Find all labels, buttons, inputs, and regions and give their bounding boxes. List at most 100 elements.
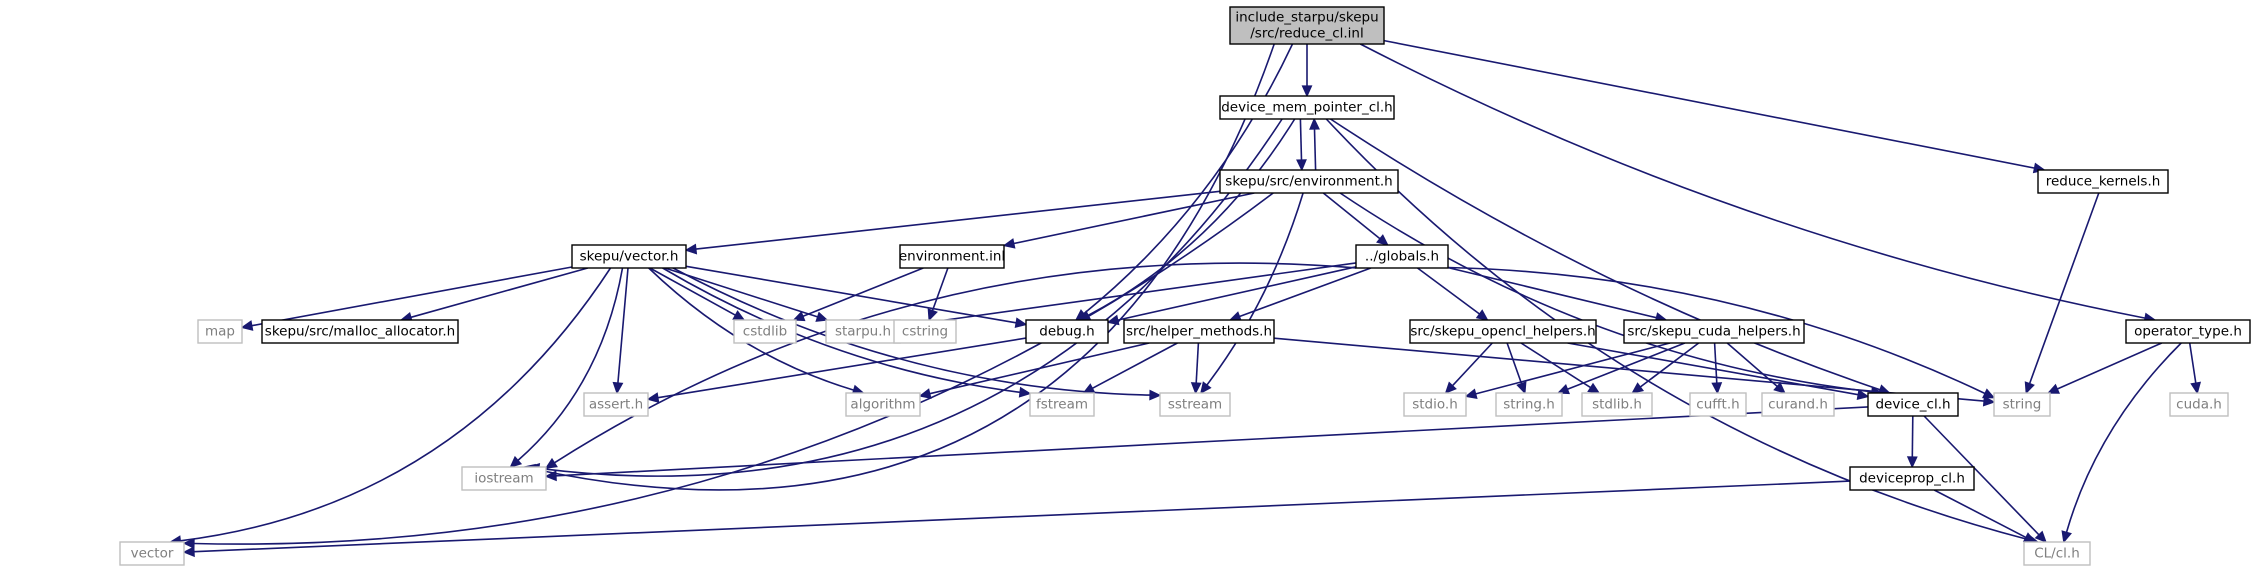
edge-line — [1322, 192, 1381, 240]
node-reduce-kernels-h[interactable]: reduce_kernels.h — [2037, 169, 2169, 194]
node-box — [1229, 6, 1385, 45]
edge-arrowhead — [182, 538, 195, 549]
edge-arrowhead — [1773, 381, 1786, 394]
edge-arrowhead — [1014, 317, 1028, 329]
node-operator-type-h[interactable]: operator_type.h — [2125, 319, 2251, 344]
edge-line — [2188, 342, 2197, 384]
edge-device_cl_h-to-cl_cl_h — [1923, 415, 2047, 544]
node-cstdlib[interactable]: cstdlib — [733, 319, 797, 344]
edge-environment_inl-to-cstdlib — [792, 267, 924, 322]
edge-root-to-device_mem_pointer_cl_h — [1301, 44, 1313, 98]
node-label: stdlib.h — [1592, 397, 1642, 413]
edge-arrowhead — [646, 392, 660, 404]
edge-globals_h-to-iostream — [544, 262, 1357, 469]
node-label: algorithm — [850, 397, 915, 413]
node-box — [583, 392, 649, 417]
node-label: skepu/src/environment.h — [1225, 174, 1392, 190]
node-curand-h[interactable]: curand.h — [1761, 392, 1835, 417]
node-fstream[interactable]: fstream — [1029, 392, 1095, 417]
node-box — [261, 319, 459, 344]
node-assert-h[interactable]: assert.h — [583, 392, 649, 417]
node-label: string — [2003, 397, 2042, 413]
edge-arrowhead — [1631, 382, 1645, 394]
node-stdlib-h[interactable]: stdlib.h — [1581, 392, 1653, 417]
node-box — [1623, 319, 1805, 344]
node-debug-h[interactable]: debug.h — [1025, 319, 1109, 344]
node-opencl-helpers-h[interactable]: src/skepu_opencl_helpers.h — [1409, 319, 1597, 344]
edge-arrowhead — [2034, 530, 2047, 544]
node-box — [2125, 319, 2251, 344]
node-stdio-h[interactable]: stdio.h — [1403, 392, 1467, 417]
node-helper-methods-h[interactable]: src/helper_methods.h — [1123, 319, 1275, 344]
node-environment-h[interactable]: skepu/src/environment.h — [1219, 169, 1399, 194]
edge-line — [672, 267, 1151, 396]
edge-environment_h-to-environment_inl — [1002, 192, 1255, 249]
node-label: vector — [131, 546, 174, 562]
edge-line — [1506, 342, 1523, 384]
node-box — [1581, 392, 1653, 417]
node-box — [1219, 95, 1395, 120]
node-root[interactable]: include_starpu/skepu/src/reduce_cl.inl — [1229, 6, 1385, 45]
node-iostream[interactable]: iostream — [461, 466, 547, 491]
edge-arrowhead — [2061, 530, 2072, 544]
edge-arrowhead — [1106, 314, 1120, 326]
node-box — [197, 319, 243, 344]
edge-line — [1313, 128, 1317, 171]
edge-arrowhead — [2190, 381, 2202, 395]
node-map[interactable]: map — [197, 319, 243, 344]
node-vector[interactable]: vector — [119, 541, 185, 566]
node-label: cufft.h — [1696, 397, 1739, 413]
edge-line — [1475, 342, 1671, 395]
edge-line — [802, 267, 924, 318]
node-device-cl-h[interactable]: device_cl.h — [1867, 392, 1959, 417]
node-label: device_mem_pointer_cl.h — [1221, 100, 1393, 116]
edge-line — [251, 266, 573, 327]
node-box — [733, 319, 797, 344]
node-globals-h[interactable]: ../globals.h — [1355, 244, 1449, 269]
edges-layer — [169, 39, 2202, 558]
node-label: CL/cl.h — [2034, 546, 2080, 562]
node-label: /src/reduce_cl.inl — [1250, 26, 1364, 42]
node-cl-cl-h[interactable]: CL/cl.h — [2023, 541, 2091, 566]
node-label: reduce_kernels.h — [2046, 174, 2161, 190]
edge-vector_h-to-vector — [169, 267, 612, 547]
node-vector-h[interactable]: skepu/vector.h — [571, 244, 687, 269]
node-label: string.h — [1503, 397, 1555, 413]
node-label: starpu.h — [835, 324, 891, 340]
node-cstring[interactable]: cstring — [893, 319, 957, 344]
edge-arrowhead — [1296, 159, 1307, 172]
edge-line — [410, 267, 589, 319]
edge-root-to-reduce_kernels_h — [1383, 39, 2046, 174]
edge-globals_h-to-helper_methods_h — [1228, 267, 1372, 322]
edge-helper_methods_h-to-fstream — [1082, 342, 1178, 394]
edge-arrowhead — [1856, 389, 1870, 401]
edge-environment_h-to-vector_h — [684, 190, 1221, 255]
edge-environment_h-to-sstream — [1200, 192, 1304, 395]
edge-line — [649, 267, 736, 316]
edge-cuda_helpers_h-to-stdlib_h — [1631, 342, 1700, 394]
node-sstream[interactable]: sstream — [1159, 392, 1231, 417]
node-cufft-h[interactable]: cufft.h — [1689, 392, 1747, 417]
edge-arrowhead — [815, 311, 829, 322]
node-cuda-helpers-h[interactable]: src/skepu_cuda_helpers.h — [1623, 319, 1805, 344]
node-label: ../globals.h — [1365, 249, 1439, 265]
node-starpu-h[interactable]: starpu.h — [825, 319, 901, 344]
node-deviceprop-cl-h[interactable]: deviceprop_cl.h — [1849, 466, 1975, 491]
node-cuda-h[interactable]: cuda.h — [2169, 392, 2229, 417]
edge-line — [2065, 342, 2182, 533]
edge-line — [1339, 192, 1872, 393]
node-device-mem-pointer-cl-h[interactable]: device_mem_pointer_cl.h — [1219, 95, 1395, 120]
node-environment-inl[interactable]: environment.inl — [899, 244, 1005, 269]
edge-arrowhead — [1301, 85, 1313, 98]
node-label: operator_type.h — [2134, 324, 2242, 340]
node-string[interactable]: string — [1993, 392, 2051, 417]
edge-arrowhead — [1376, 234, 1389, 246]
node-malloc-allocator-h[interactable]: skepu/src/malloc_allocator.h — [261, 319, 459, 344]
node-box — [461, 466, 547, 491]
node-label: cuda.h — [2176, 397, 2222, 413]
edge-arrowhead — [1018, 386, 1032, 398]
edge-line — [1933, 489, 2027, 539]
node-algorithm[interactable]: algorithm — [845, 392, 921, 417]
edge-arrowhead — [1556, 384, 1570, 395]
node-string-h[interactable]: string.h — [1495, 392, 1563, 417]
